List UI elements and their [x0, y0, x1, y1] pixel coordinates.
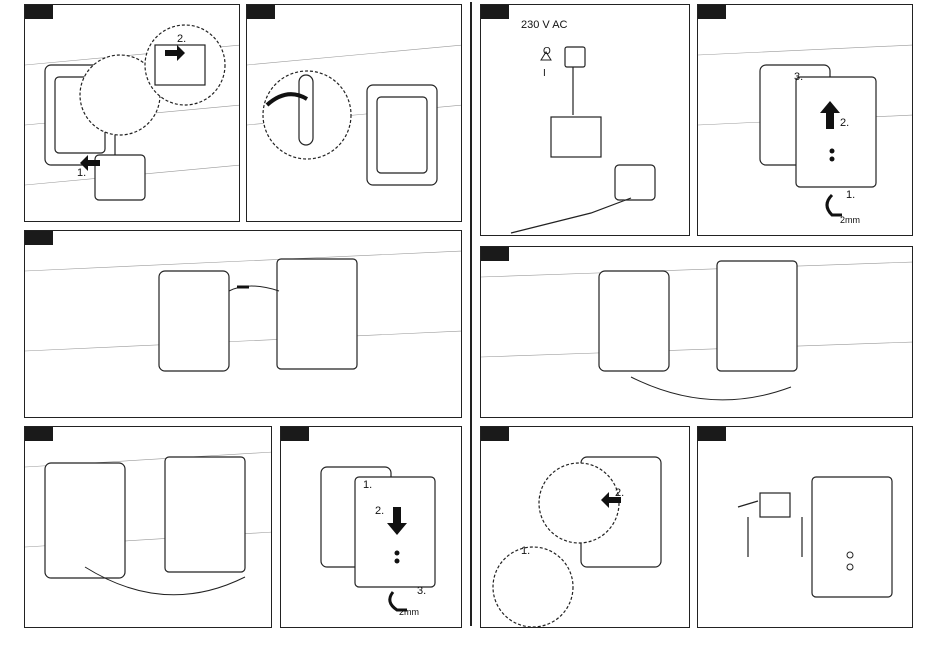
step-label: 3.: [417, 585, 426, 597]
wiring-connection-illustration: [25, 231, 462, 418]
step-label: 2.: [177, 33, 186, 45]
components-overview-illustration: [698, 427, 913, 628]
wiring-routing-illustration: [25, 427, 272, 628]
step-label: 2.: [375, 505, 384, 517]
panel-9: 2. 1.: [480, 426, 690, 628]
wiring-extended-illustration: [481, 247, 913, 418]
panel-7: [24, 426, 272, 628]
wrench-size-label: 2mm: [399, 607, 419, 617]
step-label: 2.: [615, 487, 624, 499]
panel-8: 1. 2. 3. 2mm: [280, 426, 462, 628]
panel-6: [480, 246, 913, 418]
step-label: 1.: [846, 189, 855, 201]
panel-4: 1. 2. 3. 2mm: [697, 4, 913, 236]
step-label: 1.: [77, 167, 86, 179]
panel-10: [697, 426, 913, 628]
step-label: 1.: [521, 545, 530, 557]
unit-removal-illustration: [481, 427, 690, 628]
cable-clip-illustration: [247, 5, 462, 222]
mounting-frame-illustration: [25, 5, 240, 222]
step-label: 1.: [363, 479, 372, 491]
panel-3: 230 V AC O I: [480, 4, 690, 236]
step-label: 2.: [840, 117, 849, 129]
panel-1: 1. 2.: [24, 4, 240, 222]
step-label: 3.: [794, 71, 803, 83]
wrench-size-label: 2mm: [840, 215, 860, 225]
panel-5: [24, 230, 462, 418]
cover-plate-install-illustration: [281, 427, 462, 628]
panel-2: [246, 4, 462, 222]
power-supply-illustration: [481, 5, 690, 236]
cover-plate-removal-illustration: [698, 5, 913, 236]
column-divider: [470, 2, 472, 626]
